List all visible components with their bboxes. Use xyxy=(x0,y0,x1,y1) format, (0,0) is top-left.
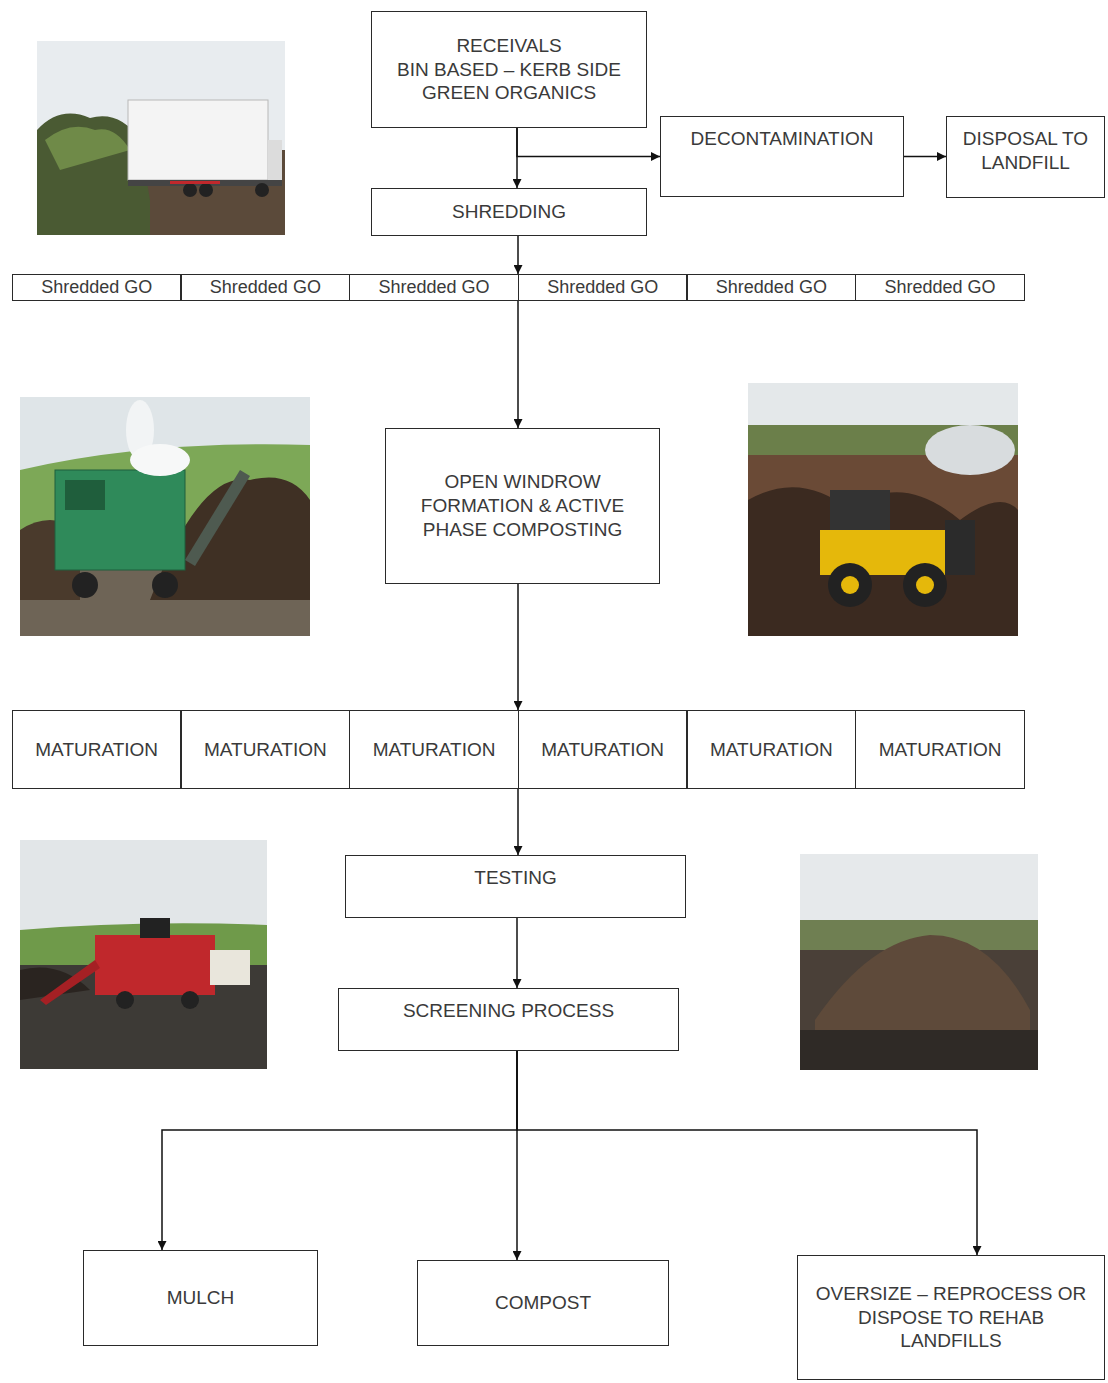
band-cell: MATURATION xyxy=(181,710,350,789)
box-label: SHREDDING xyxy=(452,200,566,224)
flow-arrow xyxy=(516,918,518,988)
box-label: BIN BASED – KERB SIDE GREEN ORGANICS xyxy=(390,58,628,106)
process-box: OVERSIZE – REPROCESS OR DISPOSE TO REHAB… xyxy=(797,1255,1105,1380)
box-label: MATURATION xyxy=(710,738,833,762)
box-label: MATURATION xyxy=(204,738,327,762)
box-label: DECONTAMINATION xyxy=(691,127,874,151)
box-label: DISPOSAL TO LANDFILL xyxy=(955,127,1096,175)
band-cell: MATURATION xyxy=(518,710,687,789)
process-box: DISPOSAL TO LANDFILL xyxy=(946,116,1105,198)
turner-photo xyxy=(20,397,310,636)
box-label: TESTING xyxy=(474,866,556,890)
band-cell: Shredded GO xyxy=(349,274,518,301)
flow-arrow xyxy=(517,236,519,274)
band-cell: MATURATION xyxy=(687,710,856,789)
box-label: COMPOST xyxy=(495,1291,591,1315)
flow-arrow xyxy=(517,301,519,429)
box-label: MATURATION xyxy=(35,738,158,762)
box-label: MULCH xyxy=(167,1286,235,1310)
box-label: Shredded GO xyxy=(547,276,658,299)
process-box: DECONTAMINATION xyxy=(660,116,904,197)
process-box: MULCH xyxy=(83,1250,318,1346)
box-label: SCREENING PROCESS xyxy=(403,999,614,1023)
process-box: TESTING xyxy=(345,855,686,918)
process-box: COMPOST xyxy=(417,1260,669,1346)
flow-arrow xyxy=(904,156,946,158)
band-cell: Shredded GO xyxy=(687,274,856,301)
flow-arrow xyxy=(517,128,660,157)
process-box: RECEIVALSBIN BASED – KERB SIDE GREEN ORG… xyxy=(371,11,647,128)
box-label: Shredded GO xyxy=(885,276,996,299)
process-box: SCREENING PROCESS xyxy=(338,988,679,1051)
box-label: OVERSIZE – REPROCESS OR DISPOSE TO REHAB… xyxy=(810,1282,1092,1353)
band-cell: MATURATION xyxy=(12,710,181,789)
box-label: MATURATION xyxy=(373,738,496,762)
band-cell: Shredded GO xyxy=(12,274,181,301)
flow-arrow xyxy=(517,584,519,710)
box-label: Shredded GO xyxy=(210,276,321,299)
box-label: Shredded GO xyxy=(716,276,827,299)
box-label: MATURATION xyxy=(541,738,664,762)
flow-arrow xyxy=(517,1051,977,1255)
box-label: Shredded GO xyxy=(41,276,152,299)
box-label: Shredded GO xyxy=(378,276,489,299)
box-heading: RECEIVALS xyxy=(456,34,561,58)
truck-photo xyxy=(37,41,285,235)
box-label: OPEN WINDROW FORMATION & ACTIVE PHASE CO… xyxy=(400,470,645,541)
process-box: SHREDDING xyxy=(371,188,647,236)
box-label: MATURATION xyxy=(879,738,1002,762)
band-cell: Shredded GO xyxy=(855,274,1024,301)
band-cell: MATURATION xyxy=(349,710,518,789)
loader-photo xyxy=(748,383,1018,636)
flow-arrow xyxy=(162,1051,517,1250)
flow-arrow xyxy=(517,789,519,855)
band-cell: Shredded GO xyxy=(181,274,350,301)
pile-photo xyxy=(800,854,1038,1070)
screener-photo xyxy=(20,840,267,1069)
process-box: OPEN WINDROW FORMATION & ACTIVE PHASE CO… xyxy=(385,428,660,584)
band-cell: MATURATION xyxy=(855,710,1024,789)
band-cell: Shredded GO xyxy=(518,274,687,301)
